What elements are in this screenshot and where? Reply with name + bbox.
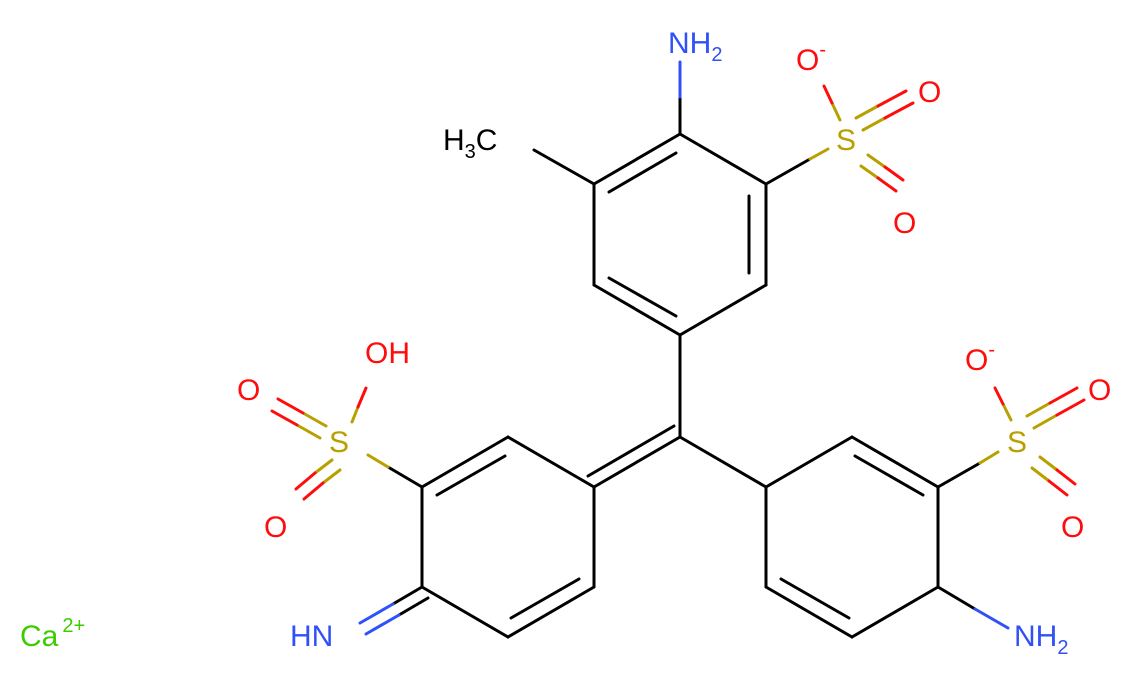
o-minus-right-label: O- bbox=[965, 339, 995, 377]
right-ring-bonds bbox=[764, 435, 940, 639]
oxygen-top-lower-label: O bbox=[893, 207, 916, 240]
imine-label: HN bbox=[290, 620, 333, 653]
left-ring-bonds bbox=[420, 435, 596, 639]
oxygen-right-upper-label: O bbox=[1088, 374, 1111, 407]
oxygen-left-upper-label: O bbox=[237, 374, 260, 407]
top-ring-bonds bbox=[592, 132, 768, 337]
substituent-bonds bbox=[270, 60, 1086, 636]
oxygen-right-lower-label: O bbox=[1061, 511, 1084, 544]
sulfur-left-label: S bbox=[329, 426, 349, 459]
oxygen-top-right-label: O bbox=[918, 76, 941, 109]
methyl-label: H3C bbox=[443, 124, 497, 163]
hydroxyl-left-label: OH bbox=[365, 337, 410, 370]
atom-labels: NH2 H3C O- S O O OH O S O HN O- O S O NH… bbox=[20, 27, 1111, 659]
o-minus-top-label: O- bbox=[796, 39, 826, 77]
oxygen-left-lower-label: O bbox=[264, 511, 287, 544]
nh2-top-label: NH2 bbox=[668, 27, 722, 66]
nh2-bottom-label: NH2 bbox=[1014, 620, 1068, 659]
sulfur-top-label: S bbox=[836, 124, 856, 157]
sulfur-right-label: S bbox=[1007, 426, 1027, 459]
central-carbon-bonds bbox=[586, 333, 768, 489]
